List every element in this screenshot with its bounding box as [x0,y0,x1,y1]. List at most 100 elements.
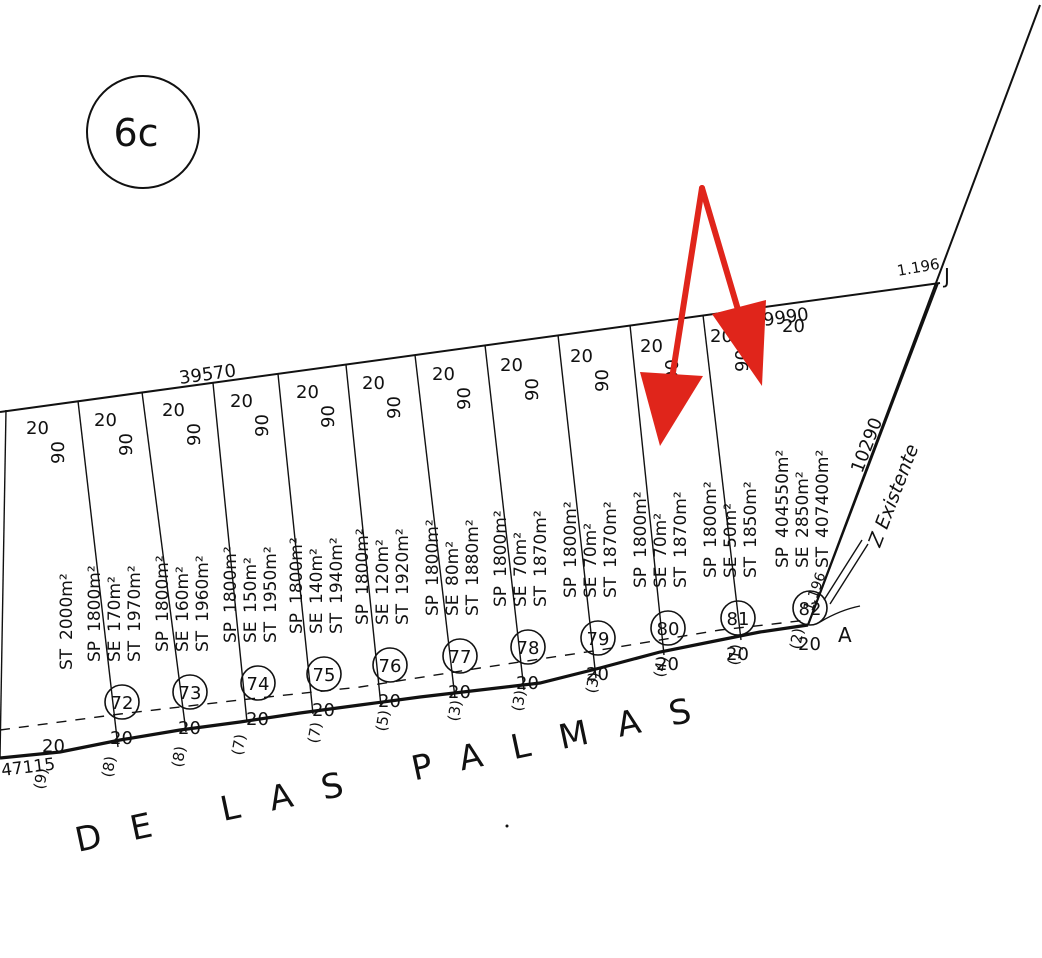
lot-number-circle [240,665,276,701]
lot-st-label: ST [261,621,281,643]
lot-back-dim: 20 [516,673,539,694]
dim-top-edge: 39570 [178,360,238,389]
lot-front-dim: 20 [26,418,49,439]
frontage-mark: (5) [372,709,393,733]
lot-st-value: 1870m² [601,501,621,568]
lot-sp-value: 404550m² [773,450,793,538]
lot-number: 76 [379,656,402,677]
lot-se-label: SE [105,640,125,662]
lot-st-label: ST [57,648,77,670]
frontage-mark: (1) [724,643,745,667]
lot-sp-label: SP [773,547,793,568]
lot-sp-label: SP [491,586,511,607]
lot-st-label: ST [741,556,761,578]
lot-sp-label: SP [85,641,105,662]
lot-number: 75 [313,665,336,686]
lot-front-dim: 20 [432,364,455,385]
frontage-mark: (3) [508,689,529,713]
frontage-mark: (7) [304,721,325,745]
lot-st-label: ST [601,576,621,598]
lot-sp-label: SP [353,604,373,625]
frontage-mark: (3) [444,699,465,723]
lot-st-label: ST [671,566,691,588]
dim-right-edge: 10290 [847,415,887,476]
lot-st-value: 1940m² [327,537,347,604]
setback-line [0,619,809,731]
lot-front-dim: 20 [500,355,523,376]
lot-st-label: ST [531,585,551,607]
lot-number: 81 [727,609,750,630]
lot-se-label: SE [721,556,741,578]
lot-back-dim: 20 [378,691,401,712]
lot-se-label: SE [651,566,671,588]
lot-se-label: SE [373,603,393,625]
lot-sp-value: 1800m² [423,519,443,586]
lot-sp-value: 1800m² [491,510,511,577]
lot-se-label: SE [581,576,601,598]
lot-se-label: SE [443,594,463,616]
lot-se-label: SE [173,630,193,652]
frontage-mark: (2) [786,627,807,651]
lot-back-dim: 20 [178,718,201,739]
lot-front-dim: 20 [162,400,185,421]
lot-se-value: 80m² [443,541,463,586]
lot-st-value: 407400m² [813,450,833,538]
lot-number: 72 [111,693,134,714]
lot-se-value: 70m² [651,513,671,558]
lot-sp-label: SP [631,567,651,588]
arrow-shaft-right [699,185,747,333]
lot-front-dim: 20 [296,382,319,403]
lot-side-dim: 90 [522,378,543,401]
lot-sp-label: SP [221,622,241,643]
lot-sp-value: 1800m² [287,537,307,604]
lot-se-label: SE [793,546,813,568]
lot-st-label: ST [327,612,347,634]
lot-st-value: 1870m² [531,510,551,577]
lot-st-label: ST [125,640,145,662]
lot-se-label: SE [511,585,531,607]
lot-se-value: 160m² [173,566,193,622]
lot-number-circle [580,620,616,656]
lot-number: 82 [799,599,822,620]
lot-side-dim: 90 [454,387,475,410]
lot-st-value: 1850m² [741,481,761,548]
lot-back-dim: 20 [312,700,335,721]
lot-st-value: 1960m² [193,555,213,622]
lot-st-label: ST [813,546,833,568]
lot-number: 79 [587,629,610,650]
lot-sp-value: 1800m² [701,481,721,548]
lot-sp-value: 1800m² [85,565,105,632]
lot-sp-label: SP [287,613,307,634]
lot-number: 74 [247,674,270,695]
lot-back-dim: 20 [246,709,269,730]
lot-back-dim: 20 [798,634,821,655]
lot-se-value: 170m² [105,576,125,632]
lot-number-circle [720,600,756,636]
lot-number-circle [306,656,342,692]
lot-se-value: 140m² [307,548,327,604]
lot-sp-label: SP [561,577,581,598]
lot-number-circle [104,684,140,720]
lot-side-dim: 90 [184,423,205,446]
parcel-boundaries [0,4,1041,760]
lot-st-label: ST [393,603,413,625]
lot-number-circle [650,610,686,646]
lot-front-dim: 20 [362,373,385,394]
lot-se-value: 2850m² [793,471,813,538]
